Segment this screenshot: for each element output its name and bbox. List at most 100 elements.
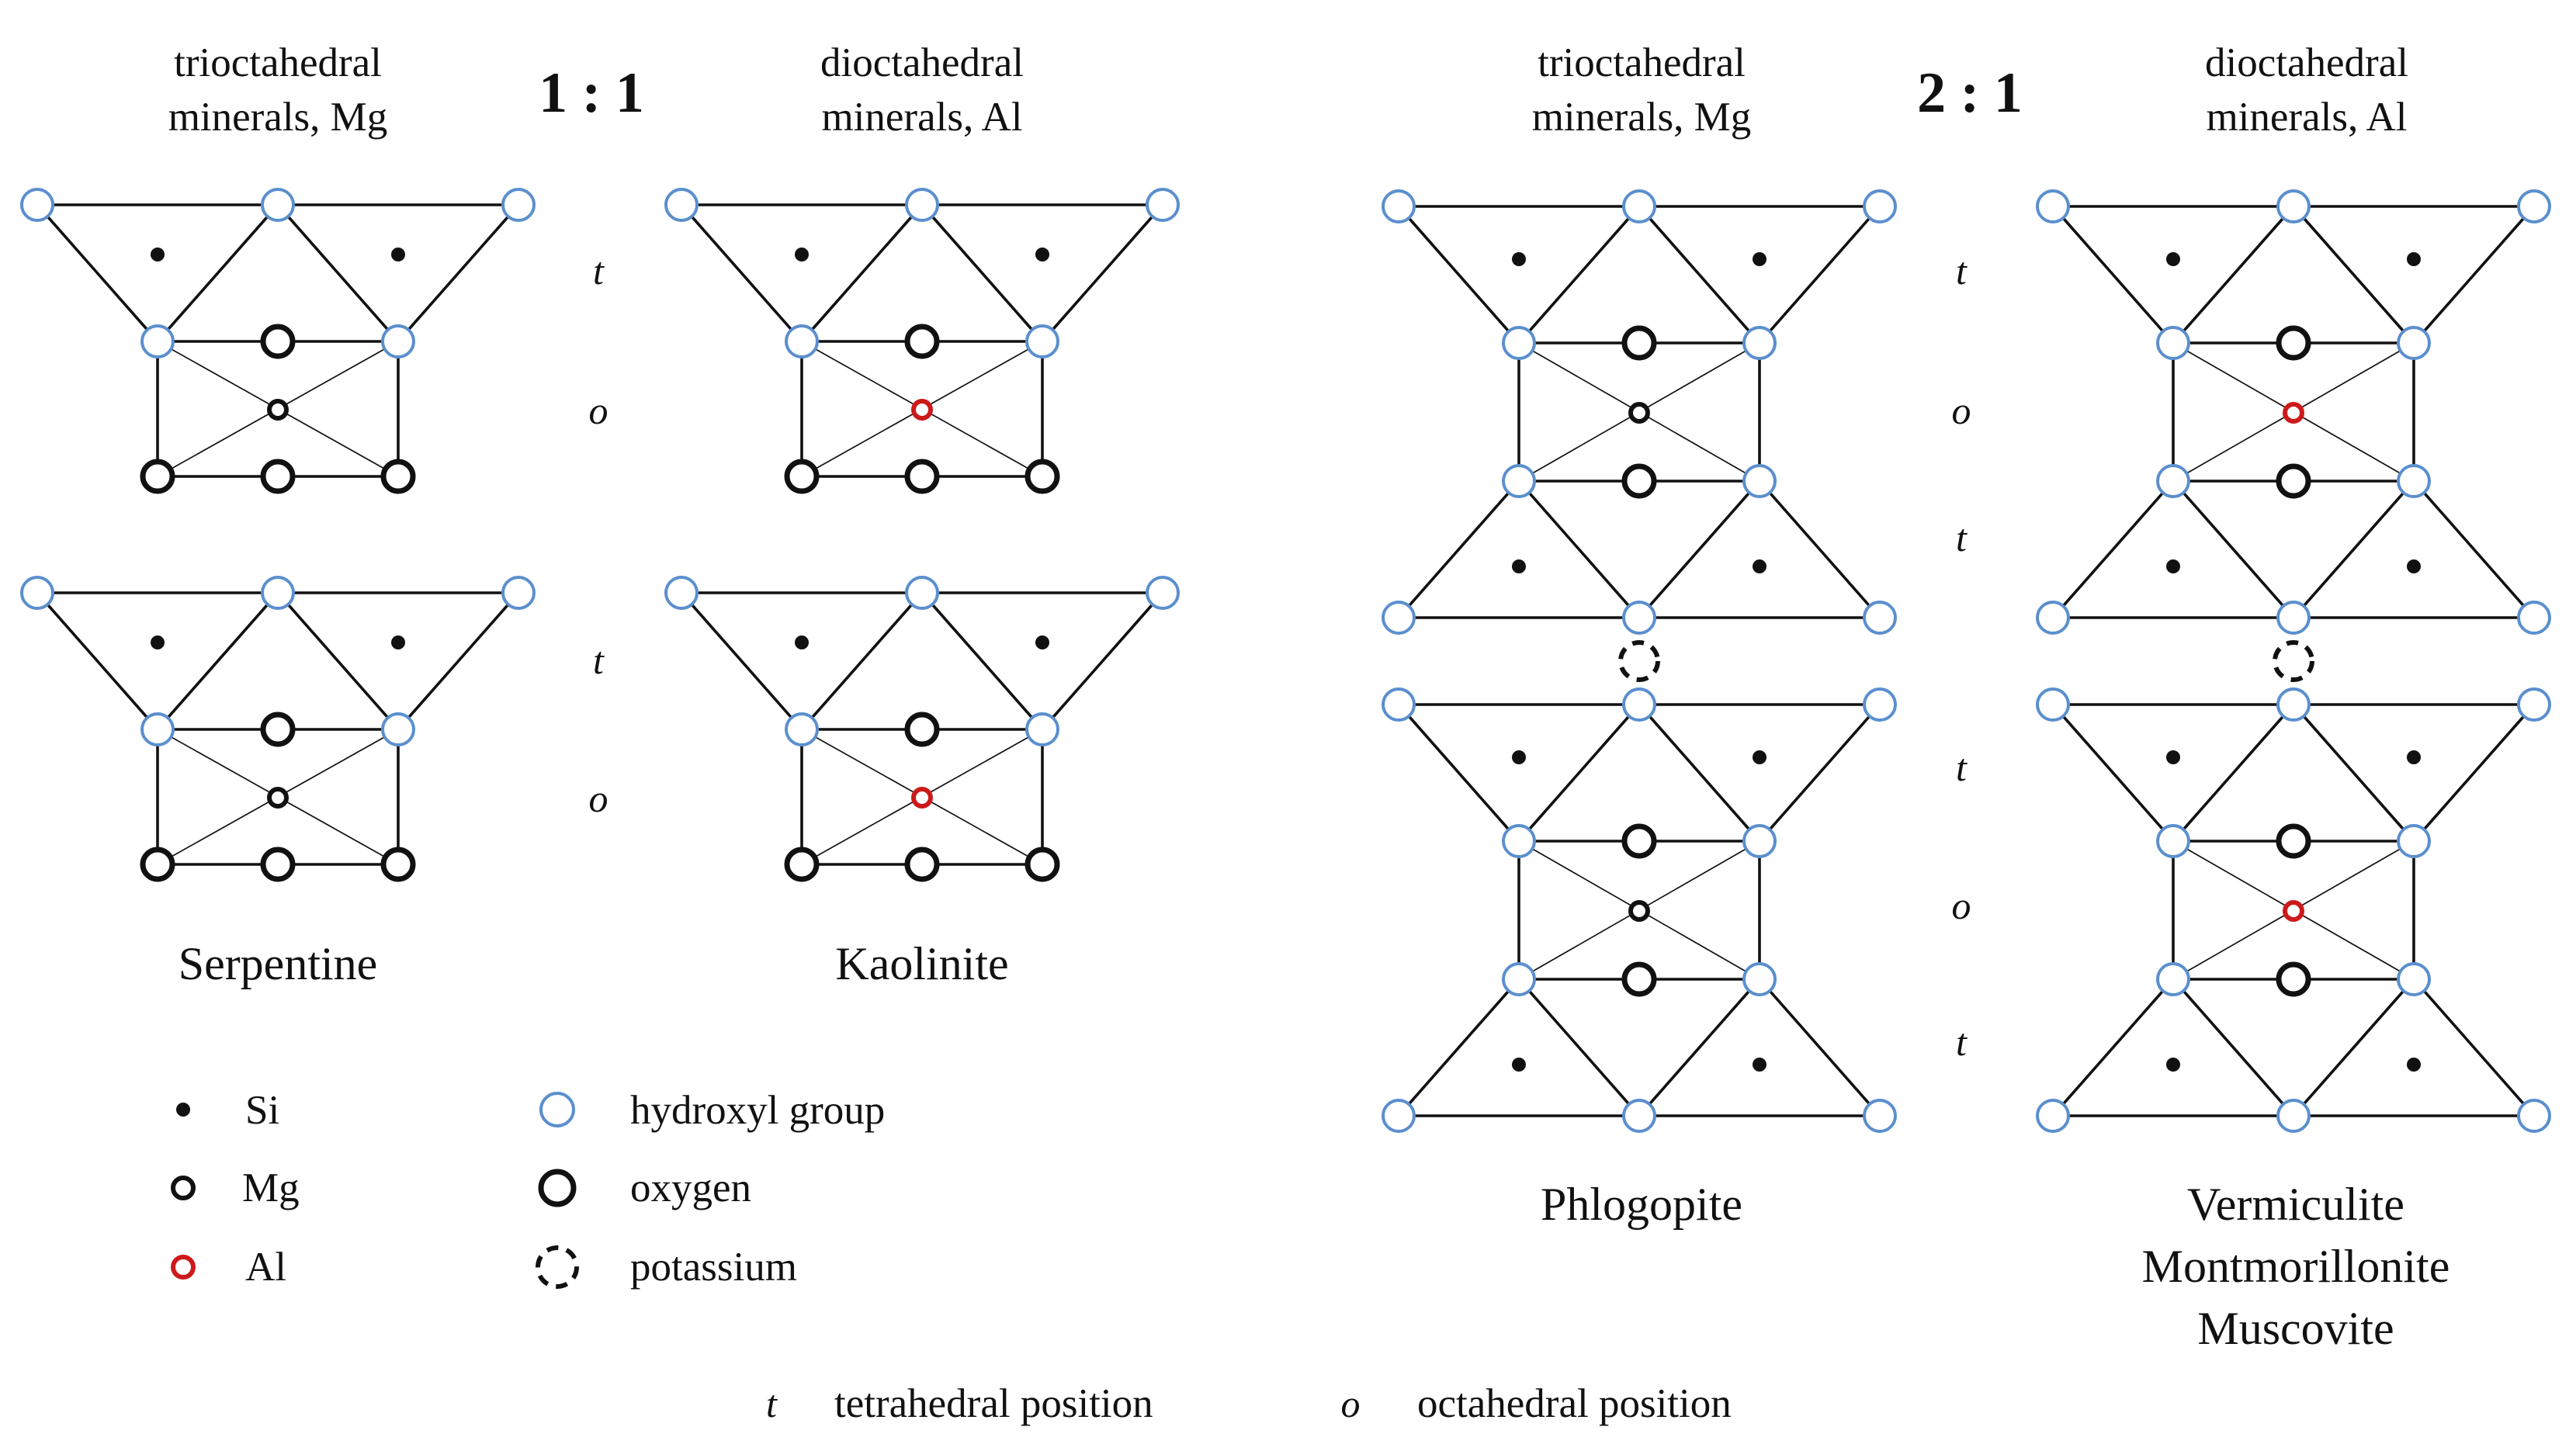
- bond-line: [1758, 978, 1881, 1117]
- hydroxyl-atom: [2517, 601, 2551, 635]
- structures-group: [20, 188, 2551, 1133]
- legend-mg-label: Mg: [242, 1165, 300, 1210]
- hydroxyl-atom: [1146, 188, 1180, 222]
- hydroxyl-atom: [2517, 1099, 2551, 1133]
- hydroxyl-atom: [140, 712, 175, 746]
- bond-line: [1638, 703, 1761, 843]
- hydroxyl-atom: [1622, 601, 1656, 635]
- hydroxyl-atom: [2036, 601, 2070, 635]
- bond-line: [2412, 978, 2536, 1117]
- silicon-atom: [1753, 750, 1766, 764]
- oxygen-atom: [140, 459, 175, 494]
- bond-line: [276, 591, 400, 731]
- header-dioctahedral-2-1-line1: dioctahedral: [2205, 40, 2408, 85]
- silicon-atom: [151, 248, 165, 261]
- bond-line: [156, 203, 279, 343]
- mineral-name-kaolinite: Kaolinite: [835, 938, 1008, 989]
- hydroxyl-atom: [2036, 189, 2070, 223]
- bond-line: [1397, 703, 1520, 843]
- legend-hydroxyl-icon: [539, 1092, 575, 1127]
- hydroxyl-atom: [1502, 962, 1536, 996]
- mineral-name-montmorillonite: Montmorillonite: [2142, 1241, 2450, 1292]
- aluminium-atom: [2283, 402, 2304, 424]
- layer-label-t: t: [1956, 249, 1968, 293]
- hydroxyl-atom: [1382, 1099, 1416, 1133]
- hydroxyl-atom: [1863, 601, 1897, 635]
- kaolinite-lower-structure: [664, 576, 1180, 882]
- hydroxyl-atom: [785, 324, 819, 358]
- bond-line: [397, 591, 520, 731]
- bond-line: [2412, 205, 2536, 345]
- bond-line: [680, 203, 803, 343]
- silicon-atom: [2407, 1058, 2421, 1072]
- ratio-1-1-label: 1 : 1: [539, 61, 644, 125]
- header-trioctahedral-2-1-line2: minerals, Mg: [1532, 95, 1752, 140]
- layer-label-o: o: [1952, 389, 1971, 432]
- hydroxyl-atom: [1863, 1099, 1897, 1133]
- header-dioctahedral-1-1-line2: minerals, Al: [821, 95, 1022, 140]
- oxygen-atom: [784, 847, 820, 882]
- hydroxyl-atom: [1025, 712, 1059, 746]
- header-dioctahedral-2-1-line2: minerals, Al: [2206, 95, 2407, 140]
- hydroxyl-atom: [2276, 1099, 2311, 1133]
- bond-line: [36, 591, 159, 731]
- header-trioctahedral-2-1-line1: trioctahedral: [1538, 40, 1746, 85]
- hydroxyl-atom: [261, 188, 295, 222]
- bond-line: [1397, 205, 1520, 345]
- bond-line: [2172, 205, 2295, 345]
- silicon-atom: [1035, 248, 1049, 261]
- bond-line: [2051, 978, 2175, 1117]
- oxygen-atom: [260, 847, 296, 882]
- layer-label-o: o: [1952, 884, 1971, 927]
- bond-line: [397, 203, 520, 343]
- hydroxyl-atom: [501, 576, 536, 610]
- bond-line: [2051, 480, 2175, 619]
- hydroxyl-atom: [1382, 189, 1416, 223]
- aluminium-atom: [2283, 900, 2304, 922]
- oxygen-atom: [140, 847, 175, 882]
- hydroxyl-atom: [1863, 189, 1897, 223]
- legend-mg-ring-icon: [171, 1176, 196, 1200]
- hydroxyl-atom: [1622, 189, 1656, 223]
- hydroxyl-atom: [2397, 326, 2431, 360]
- layer-label-o: o: [589, 777, 608, 820]
- silicon-atom: [1512, 750, 1526, 764]
- bond-line: [800, 591, 924, 731]
- hydroxyl-atom: [1622, 687, 1656, 722]
- dioctahedral-2-1-upper-structure: [2036, 189, 2551, 635]
- bond-line: [1041, 203, 1164, 343]
- bond-line: [1517, 703, 1641, 843]
- header-dioctahedral-1-1-line1: dioctahedral: [820, 40, 1024, 85]
- aluminium-atom: [911, 787, 933, 809]
- layer-label-o: o: [589, 389, 608, 432]
- kaolinite-upper-structure: [664, 188, 1180, 494]
- legend-al-ring-icon: [171, 1255, 196, 1280]
- hydroxyl-atom: [905, 188, 939, 222]
- footer-t-symbol: t: [766, 1382, 778, 1425]
- layer-label-t: t: [1956, 1020, 1968, 1064]
- silicon-atom: [1512, 252, 1526, 266]
- hydroxyl-atom: [20, 576, 54, 610]
- silicon-atom: [151, 635, 165, 649]
- hydroxyl-atom: [1863, 687, 1897, 722]
- silicon-atom: [1753, 252, 1766, 266]
- bond-line: [1397, 480, 1520, 619]
- header-trioctahedral-1-1-line1: trioctahedral: [174, 40, 382, 85]
- bond-line: [1517, 480, 1641, 619]
- mineral-name-muscovite: Muscovite: [2197, 1303, 2394, 1354]
- oxygen-atom: [1025, 847, 1060, 882]
- bond-line: [1517, 978, 1641, 1117]
- bond-line: [276, 203, 400, 343]
- bond-line: [1758, 703, 1881, 843]
- hydroxyl-atom: [261, 576, 295, 610]
- hydroxyl-atom: [381, 324, 415, 358]
- hydroxyl-atom: [2156, 464, 2190, 498]
- silicon-atom: [1512, 1058, 1526, 1072]
- header-trioctahedral-1-1-line2: minerals, Mg: [168, 95, 388, 140]
- hydroxyl-atom: [2276, 601, 2311, 635]
- silicon-atom: [391, 248, 405, 261]
- footer-o-symbol: o: [1341, 1382, 1361, 1425]
- oxygen-atom: [784, 459, 820, 494]
- oxygen-atom: [260, 459, 296, 494]
- hydroxyl-atom: [140, 324, 175, 358]
